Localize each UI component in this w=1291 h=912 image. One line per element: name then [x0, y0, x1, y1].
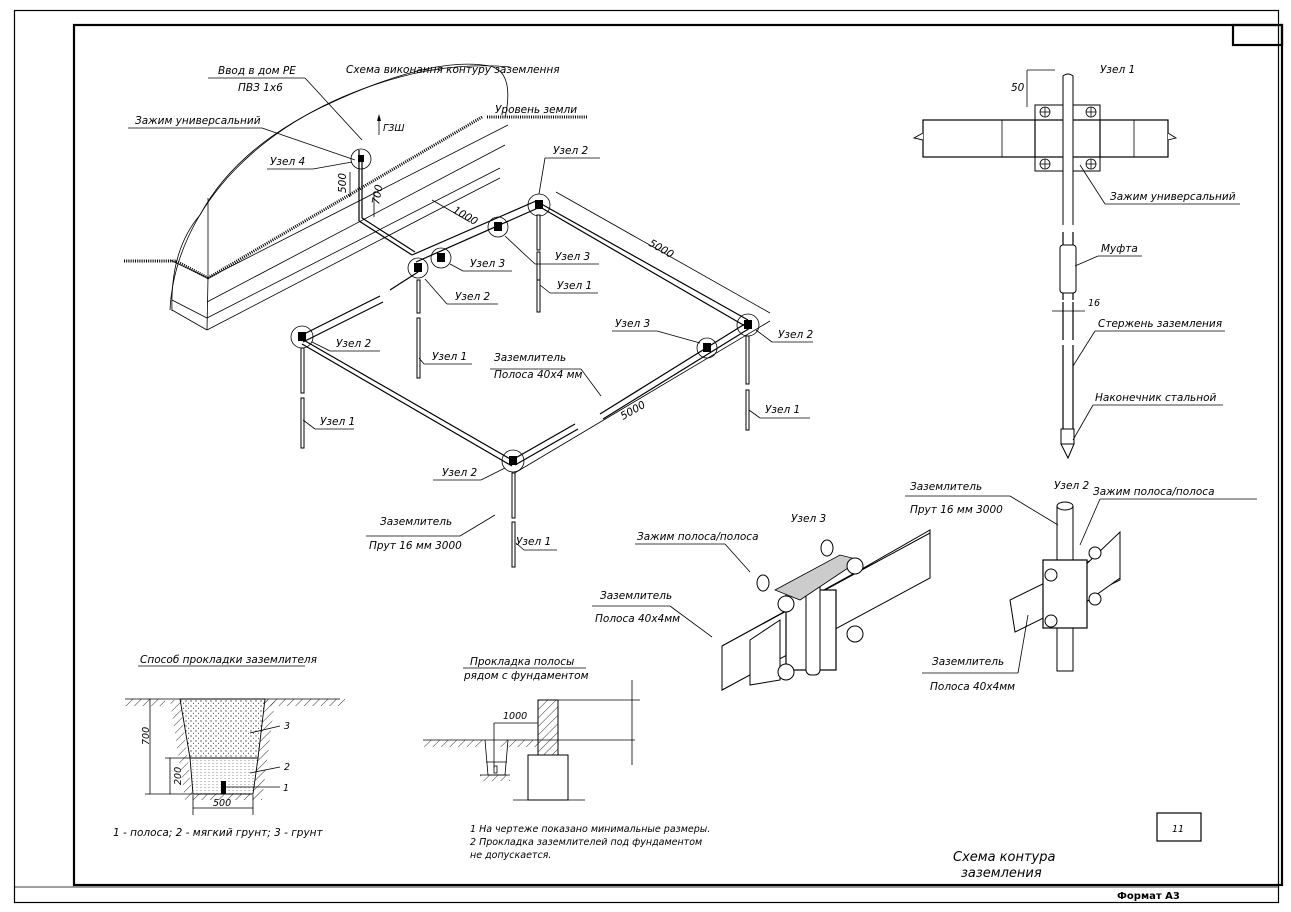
node-label-u2-bottom: Узел 2 [442, 467, 477, 479]
ground-level-label: Уровень земли [495, 104, 577, 116]
main-scheme-title: Схема виконання контуру заземлення [346, 64, 560, 76]
building-outline [124, 63, 587, 331]
strip-label-title: Заземлитель [494, 352, 566, 364]
outer-frame [13, 9, 1280, 904]
node3-strip-spec: Полоса 40х4мм [595, 613, 680, 625]
node2-title: Узел 2 [1054, 480, 1089, 492]
dim-500-label: 500 [337, 173, 349, 193]
node2-strip-spec: Полоса 40х4мм [930, 681, 1015, 693]
clamp-universal-label: Зажим универсальний [135, 115, 261, 127]
ground-rods [300, 214, 750, 568]
node1-dim-50-label: 50 [1011, 82, 1025, 94]
trench-title: Способ прокладки заземлителя [140, 654, 317, 666]
node-label-u1-bottom: Узел 1 [516, 536, 551, 548]
dim-5000-top-label: 5000 [647, 237, 676, 261]
node-label-u1-top: Узел 1 [557, 280, 592, 292]
trench-dim-200: 200 [173, 767, 184, 785]
node1-coupling-label: Муфта [1101, 243, 1138, 255]
node1-clamp-label: Зажим универсальний [1110, 191, 1236, 203]
node1-detail: Узел 1 50 16 Зажим универсальний [912, 64, 1240, 460]
sheet-title-line-1: Схема контура [953, 850, 1055, 865]
rod-label-title: Заземлитель [380, 516, 452, 528]
sheet-title-line-2: заземления [961, 866, 1042, 881]
node-label-u2-mid: Узел 2 [455, 291, 490, 303]
node4-label: Узел 4 [270, 156, 305, 168]
strip-label-spec: Полоса 40х4 мм [494, 369, 583, 381]
trench-dim-500: 500 [213, 798, 231, 809]
node1-title: Узел 1 [1100, 64, 1135, 76]
node1-rod-label: Стержень заземления [1098, 318, 1222, 330]
foundation-dim-1000: 1000 [503, 711, 527, 722]
format-label: Формат А3 [1117, 891, 1180, 902]
node3-strip-title: Заземлитель [600, 590, 672, 602]
node2-clamp-label: Зажим полоса/полоса [1093, 486, 1215, 498]
entry-cable-label: ПВЗ 1х6 [238, 82, 283, 94]
foundation-detail: Прокладка полосы рядом с фундаментом 100… [423, 656, 710, 861]
page-number-box [1156, 812, 1202, 842]
node3-detail: Узел 3 Зажим полоса/полоса Заземлитель П… [592, 513, 931, 691]
node1-dim-16-label: 16 [1088, 298, 1100, 309]
node2-strip-title: Заземлитель [932, 656, 1004, 668]
trench-mark-2: 2 [284, 762, 290, 773]
foundation-title-2: рядом с фундаментом [463, 670, 589, 682]
node3-clamp-label: Зажим полоса/полоса [637, 531, 759, 543]
main-scheme: Схема виконання контуру заземлення Урове… [124, 63, 813, 568]
node-label-u2-right: Узел 2 [778, 329, 813, 341]
node-label-u3-top: Узел 3 [555, 251, 590, 263]
node3-title: Узел 3 [791, 513, 826, 525]
node-markers [290, 193, 760, 473]
trench-legend: 1 - полоса; 2 - мягкий грунт; 3 - грунт [113, 827, 324, 839]
trench-detail: Способ прокладки заземлителя 700 200 500… [113, 654, 345, 839]
page-number: 11 [1172, 824, 1184, 835]
node2-rod-spec: Прут 16 мм 3000 [910, 504, 1003, 516]
entry-label: Ввод в дом РЕ [218, 65, 296, 77]
rod-label-spec: Прут 16 мм 3000 [369, 540, 462, 552]
node1-tip-label: Наконечник стальной [1095, 392, 1217, 404]
ground-contour [299, 200, 751, 467]
trench-dim-700: 700 [141, 727, 152, 745]
node2-rod-title: Заземлитель [910, 481, 982, 493]
node2-detail: Узел 2 Заземлитель Прут 16 мм 3000 Зажим… [905, 480, 1257, 693]
gzsh-label: ГЗШ [383, 123, 405, 134]
inner-frame [72, 23, 1284, 887]
node-label-u3-mid: Узел 3 [470, 258, 505, 270]
node4-circle [350, 148, 372, 170]
node-label-u2-top: Узел 2 [553, 145, 588, 157]
foundation-note-2: 2 Прокладка заземлителей под фундаментом [470, 837, 702, 848]
node-label-u1-right: Узел 1 [765, 404, 800, 416]
node-label-u3-right: Узел 3 [615, 318, 650, 330]
trench-mark-1: 1 [283, 783, 289, 794]
corner-stamp [1231, 23, 1284, 47]
foundation-note-1: 1 На чертеже показано минимальные размер… [470, 824, 710, 835]
node-label-u1-left: Узел 1 [320, 416, 355, 428]
foundation-note-3: не допускается. [470, 850, 551, 861]
dim-700-label: 700 [370, 183, 385, 205]
node-label-u2-left: Узел 2 [336, 338, 371, 350]
foundation-title-1: Прокладка полосы [470, 656, 574, 668]
trench-mark-3: 3 [284, 721, 290, 732]
node-label-u1-mid: Узел 1 [432, 351, 467, 363]
dim-1000-label: 1000 [451, 204, 480, 228]
